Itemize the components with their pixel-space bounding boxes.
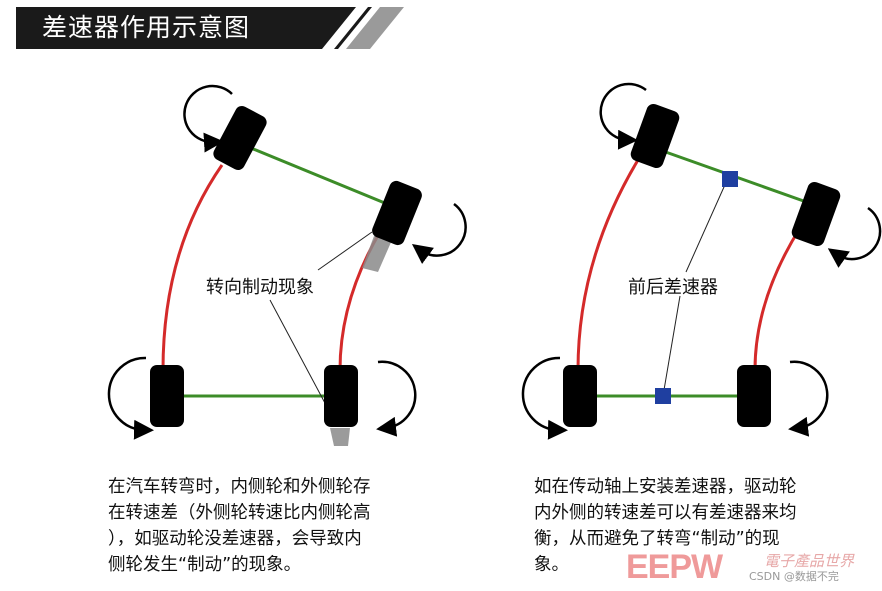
rotation-arrow-icon xyxy=(827,206,882,268)
left-front-skid-mark xyxy=(362,236,392,272)
caption-line: 象。 xyxy=(534,555,569,575)
watermark-logo: EEPW xyxy=(626,548,723,586)
right-front-inner-tire xyxy=(791,181,841,247)
rotation-arrow-icon xyxy=(411,202,467,264)
rotation-arrow-icon xyxy=(521,356,568,440)
caption-line: 在转速差（外侧轮转速比内侧轮高 xyxy=(108,503,371,523)
rotation-arrow-icon xyxy=(599,82,647,150)
left-rear-inner-tire xyxy=(324,365,358,427)
caption-line: 内外侧的转速差可以有差速器来均 xyxy=(534,503,797,523)
right-outer-path xyxy=(576,159,640,371)
rotation-arrow-icon xyxy=(376,360,417,437)
watermark: EEPW 電子產品世界 CSDN @数据不完 xyxy=(626,548,876,588)
left-diagram-label: 转向制动现象 xyxy=(206,277,314,298)
rotation-arrow-icon xyxy=(788,360,829,437)
right-pointer-line-front xyxy=(685,177,729,273)
left-pointer-line-front xyxy=(317,231,373,271)
right-inner-path xyxy=(753,227,802,371)
caption-line: 如在传动轴上安装差速器，驱动轮 xyxy=(534,477,797,497)
left-front-outer-tire xyxy=(213,105,267,171)
title-banner: 差速器作用示意图 xyxy=(16,7,404,49)
rotation-arrow-icon xyxy=(107,356,154,440)
watermark-csdn: CSDN @数据不完 xyxy=(749,570,839,583)
rear-differential xyxy=(655,388,671,404)
rotation-arrow-icon xyxy=(183,84,233,153)
caption-line: 侧轮发生“制动”的现象。 xyxy=(108,555,302,575)
watermark-tagline: 電子產品世界 xyxy=(764,552,855,570)
front-differential xyxy=(722,171,738,187)
page-title: 差速器作用示意图 xyxy=(42,13,251,42)
right-rear-outer-tire xyxy=(563,365,597,427)
right-pointer-line-rear xyxy=(663,295,681,391)
title-banner-shape xyxy=(16,7,404,49)
left-front-inner-tire xyxy=(372,180,422,246)
caption-line: 在汽车转弯时，内侧轮和外侧轮存 xyxy=(108,477,371,497)
right-caption: 如在传动轴上安装差速器，驱动轮 内外侧的转速差可以有差速器来均 衡，从而避免了转… xyxy=(534,474,797,578)
right-rear-inner-tire xyxy=(737,365,771,427)
right-front-outer-tire xyxy=(630,103,680,169)
left-outer-path xyxy=(161,164,224,371)
left-diagram xyxy=(107,84,467,446)
right-diagram xyxy=(521,82,882,440)
left-rear-skid-mark xyxy=(330,428,350,446)
left-caption: 在汽车转弯时，内侧轮和外侧轮存 在转速差（外侧轮转速比内侧轮高 ），如驱动轮没差… xyxy=(108,474,371,578)
caption-line: ），如驱动轮没差速器，会导致内 xyxy=(108,529,362,549)
left-front-axle xyxy=(245,144,393,208)
caption-line: 衡，从而避免了转弯“制动”的现 xyxy=(534,529,780,549)
left-pointer-line-rear xyxy=(269,299,335,421)
left-rear-outer-tire xyxy=(150,365,184,427)
right-diagram-label: 前后差速器 xyxy=(628,277,718,298)
